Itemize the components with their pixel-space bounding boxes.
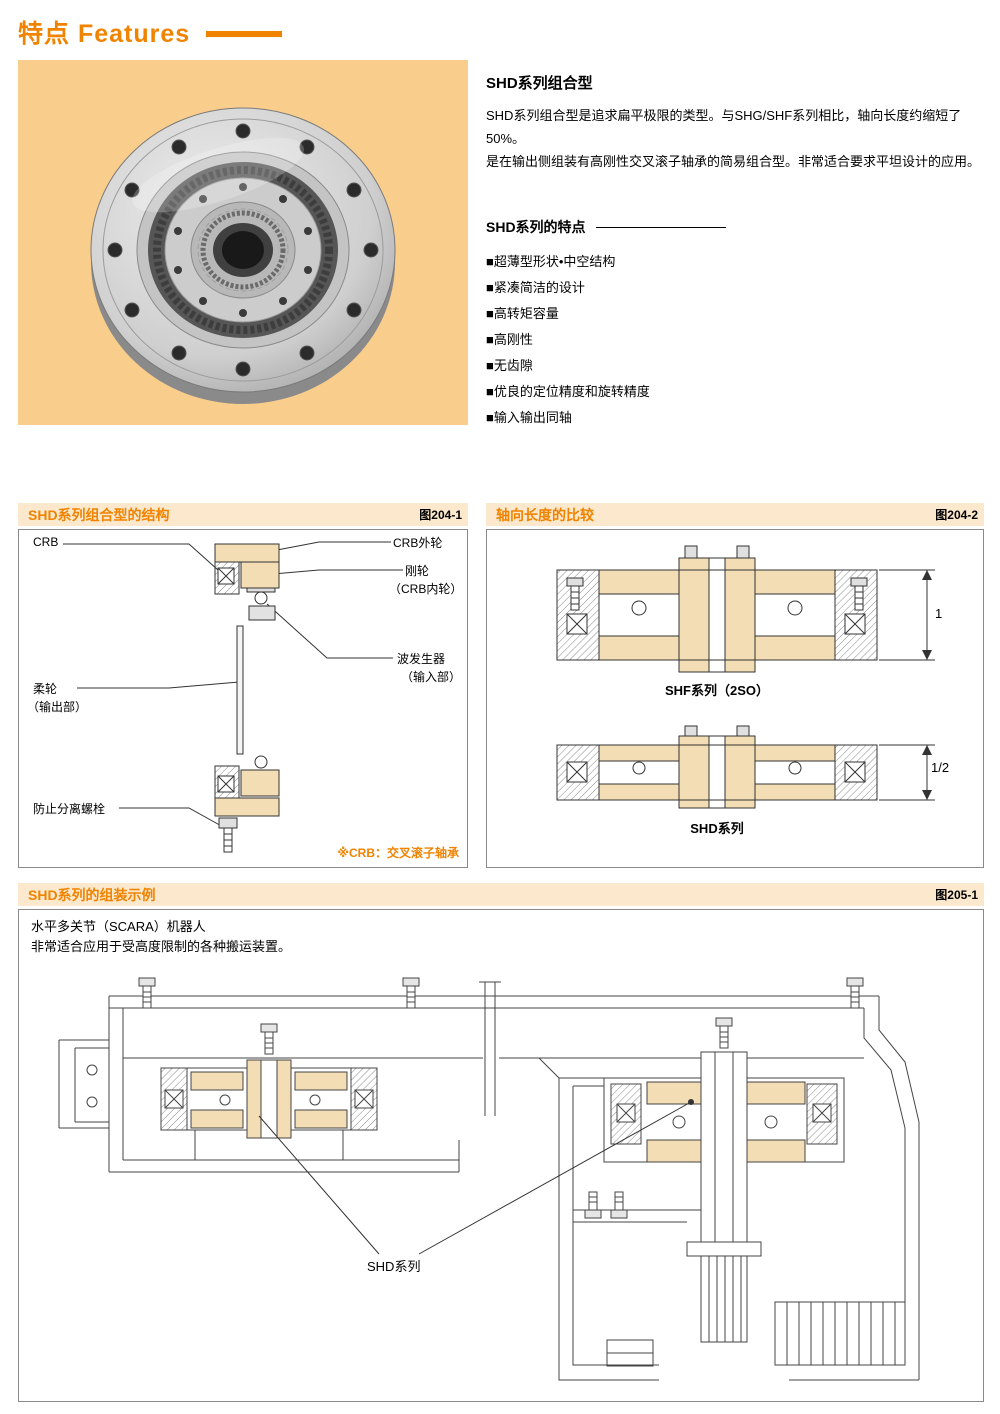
label-crb-outer-ring: CRB外轮: [393, 536, 443, 550]
features-heading-row: SHD系列的特点: [486, 217, 726, 237]
feature-item: ■超薄型形状•中空结构: [486, 254, 616, 270]
dimension-shf: 1: [935, 606, 943, 621]
assembly-panel: 水平多关节（SCARA）机器人 非常适合应用于受高度限制的各种搬运装置。 SHD…: [18, 909, 984, 1402]
comparison-section-header: 轴向长度的比较 图204-2: [486, 503, 984, 526]
comparison-section-title: 轴向长度的比较: [496, 506, 594, 523]
label-anti-separation-bolt: 防止分离螺栓: [33, 802, 106, 816]
feature-item: ■高转矩容量: [486, 306, 559, 322]
assembly-description: 水平多关节（SCARA）机器人 非常适合应用于受高度限制的各种搬运装置。: [31, 917, 291, 956]
intro-heading: SHD系列组合型: [486, 75, 593, 92]
feature-item: ■紧凑简洁的设计: [486, 280, 585, 296]
label-circular-spline: 刚轮: [405, 564, 430, 578]
features-heading-rule: [595, 226, 726, 228]
label-circular-spline-sub: （CRB内轮）: [389, 582, 463, 596]
structure-figure-number: 图204-1: [419, 508, 462, 522]
structure-section-title: SHD系列组合型的结构: [28, 506, 170, 523]
features-list: ■超薄型形状•中空结构 ■紧凑简洁的设计 ■高转矩容量 ■高刚性 ■无齿隙 ■优…: [486, 249, 986, 431]
features-heading: SHD系列的特点: [486, 219, 586, 236]
feature-item: ■输入输出同轴: [486, 410, 572, 426]
label-wave-generator-sub: （输入部）: [401, 670, 462, 684]
assembly-section-header: SHD系列的组装示例 图205-1: [18, 883, 984, 906]
label-flexspline-sub: （输出部）: [27, 700, 88, 714]
label-flexspline: 柔轮: [33, 682, 58, 696]
dimension-shd: 1/2: [931, 760, 950, 775]
structure-section-header: SHD系列组合型的结构 图204-1: [18, 503, 468, 526]
caption-shf-series: SHF系列（2SO）: [664, 683, 769, 698]
page-header: 特点 Features: [18, 14, 283, 50]
comparison-panel: 1 1/2 SHF系列（2SO） SHD系列: [486, 529, 984, 868]
product-photo-panel: [18, 60, 468, 425]
label-wave-generator: 波发生器: [397, 652, 446, 666]
feature-item: ■优良的定位精度和旋转精度: [486, 384, 650, 400]
assembly-description-line-1: 水平多关节（SCARA）机器人: [31, 919, 206, 934]
caption-shd-series: SHD系列: [690, 821, 744, 836]
feature-item: ■高刚性: [486, 332, 533, 348]
label-crb: CRB: [33, 535, 59, 549]
intro-body: SHD系列组合型是追求扁平极限的类型。与SHG/SHF系列相比，轴向长度约缩短了…: [486, 105, 986, 173]
intro-paragraph-2: 是在输出侧组装有高刚性交叉滚子轴承的简易组合型。非常适合要求平坦设计的应用。: [486, 153, 981, 169]
structure-panel: CRB CRB外轮 刚轮 （CRB内轮） 波发生器 （输入部） 柔轮 （输出部）…: [18, 529, 468, 868]
assembly-section-title: SHD系列的组装示例: [28, 886, 156, 903]
feature-item: ■无齿隙: [486, 358, 533, 374]
product-photo-image: [90, 107, 396, 404]
page-title: 特点 Features: [18, 20, 191, 48]
assembly-figure-number: 图205-1: [935, 888, 978, 902]
structure-diagram: [63, 541, 403, 853]
assembly-description-line-2: 非常适合应用于受高度限制的各种搬运装置。: [31, 938, 292, 954]
comparison-figure-number: 图204-2: [935, 508, 978, 522]
title-rule: [206, 31, 283, 37]
crb-footnote: ※CRB：交叉滚子轴承: [337, 846, 459, 860]
intro-section: SHD系列组合型 SHD系列组合型是追求扁平极限的类型。与SHG/SHF系列相比…: [486, 72, 986, 431]
comparison-diagram: [556, 545, 935, 809]
assembly-diagram: [58, 977, 920, 1381]
shd-series-callout: SHD系列: [365, 1256, 423, 1275]
intro-paragraph-1: SHD系列组合型是追求扁平极限的类型。与SHG/SHF系列相比，轴向长度约缩短了…: [486, 108, 962, 146]
